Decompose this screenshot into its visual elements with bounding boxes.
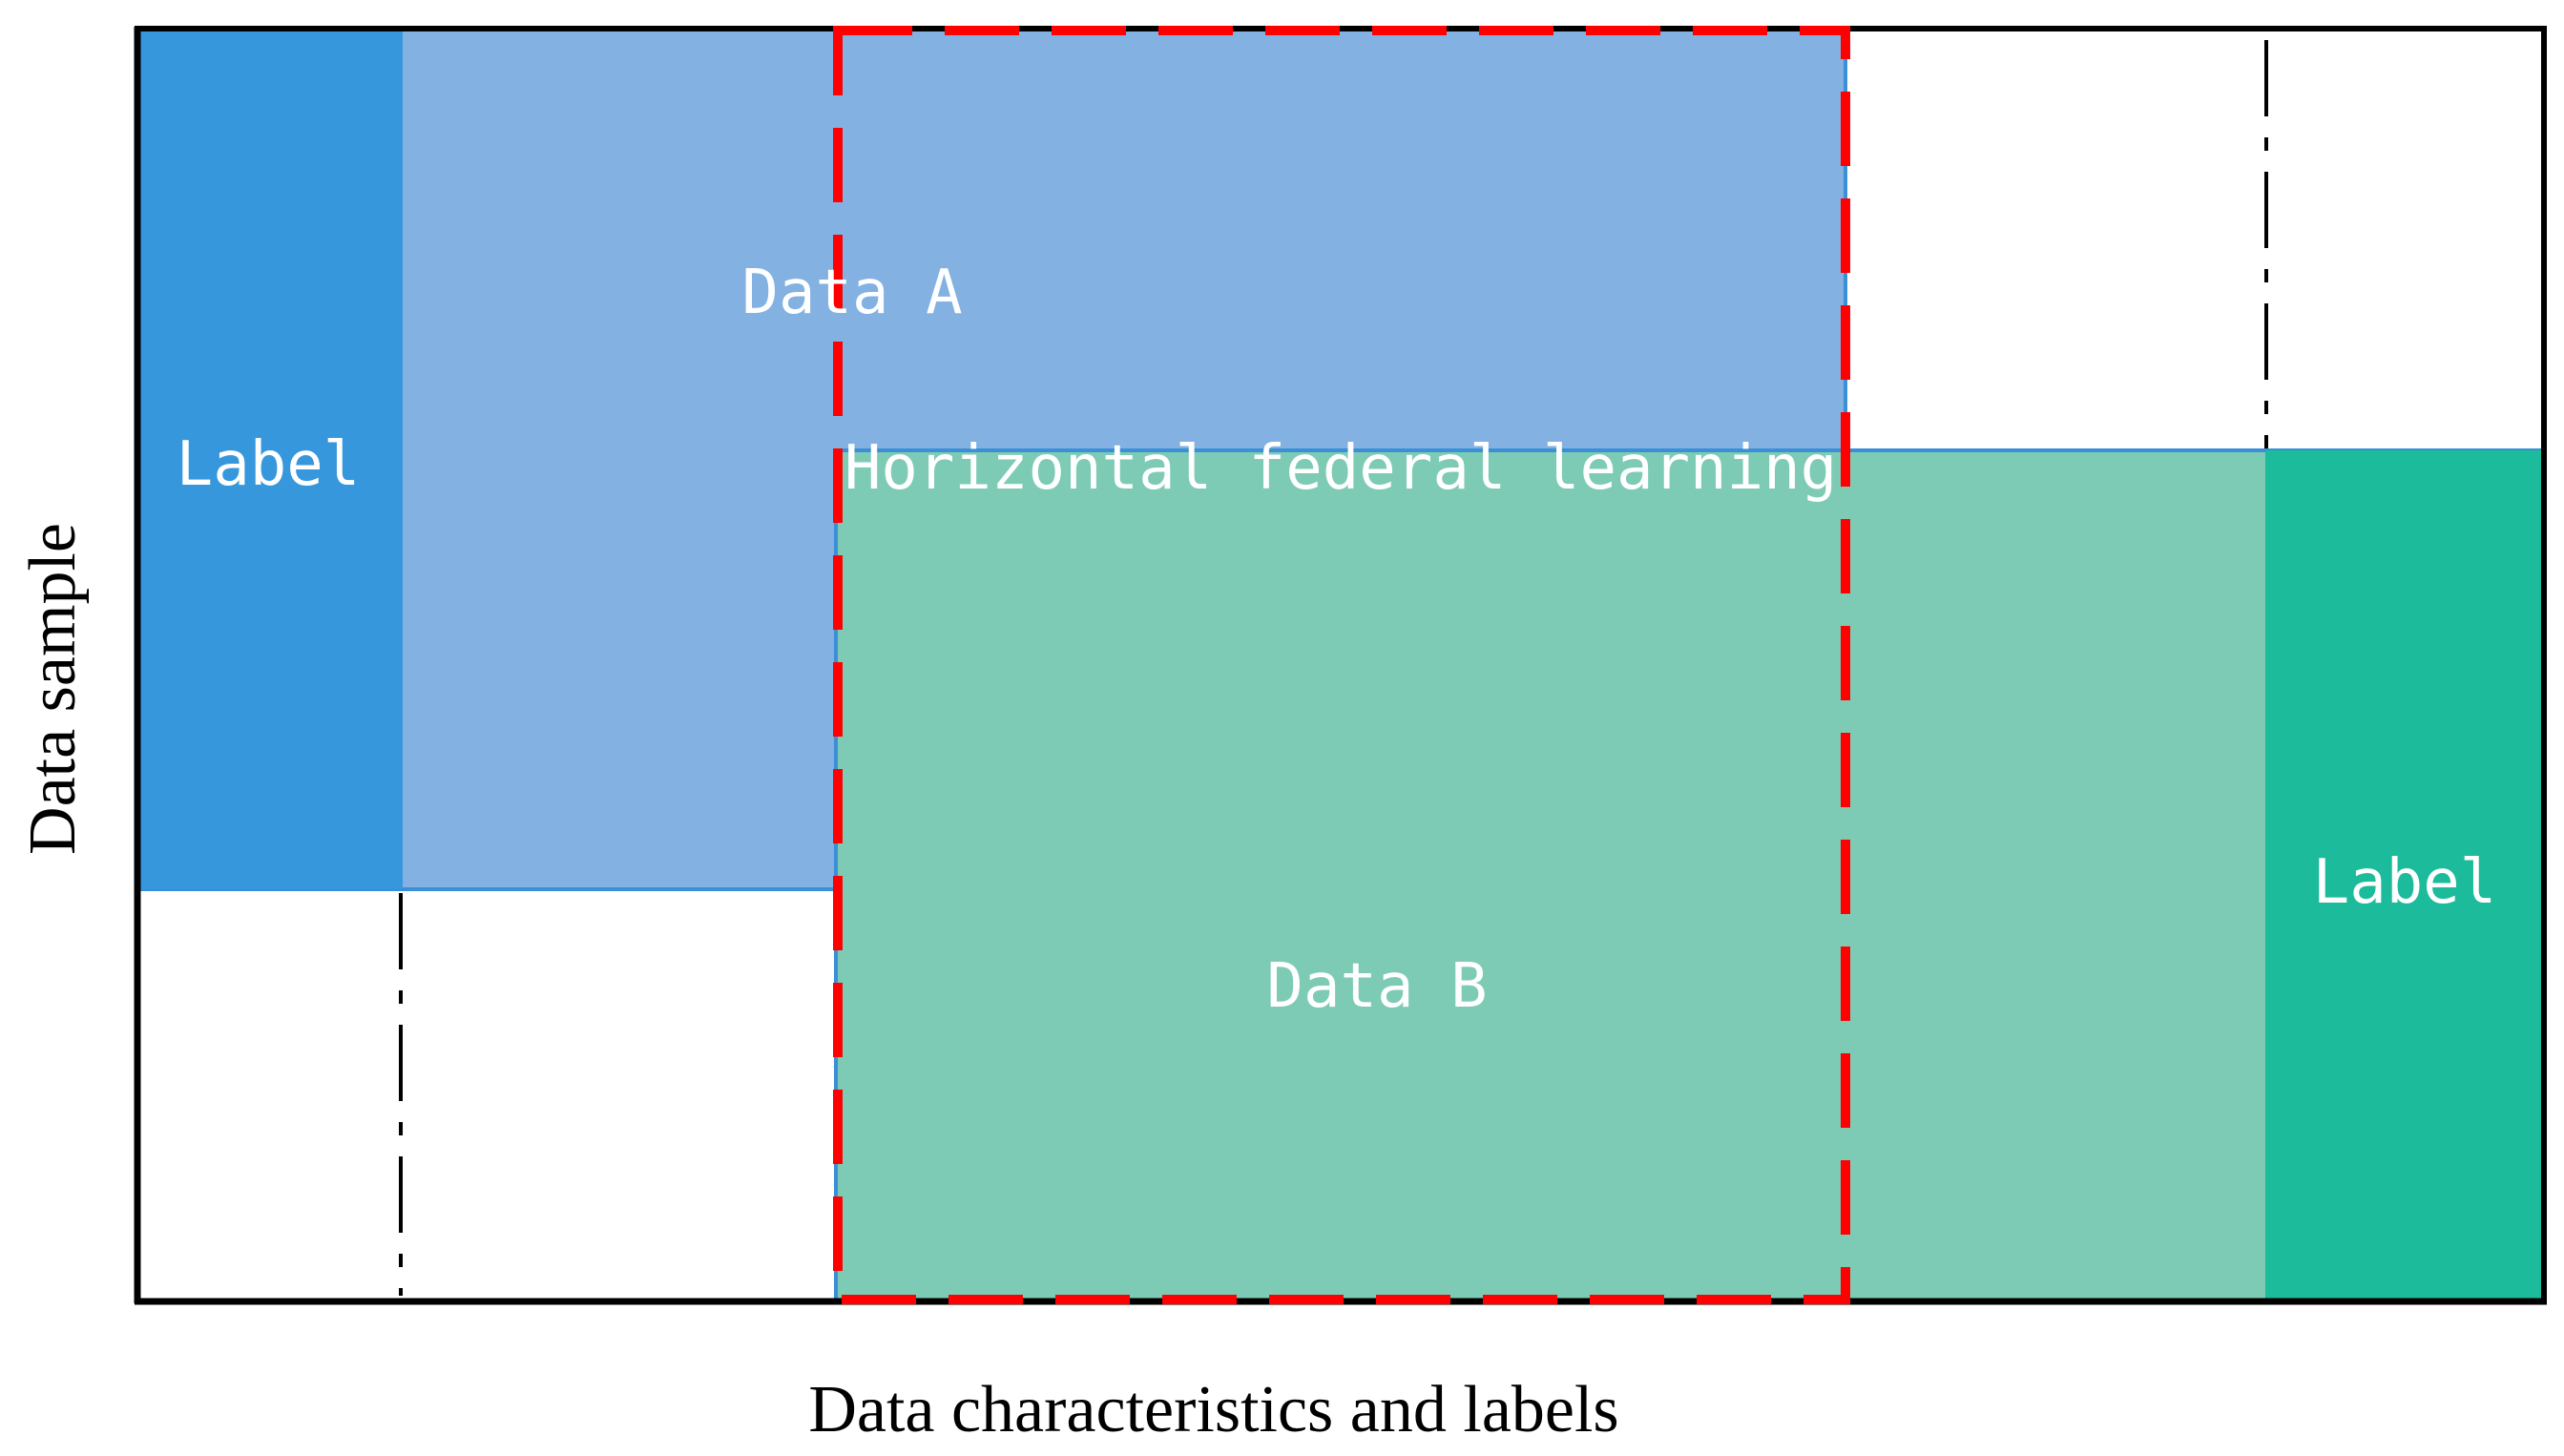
label-a-column (137, 29, 403, 889)
data-a-text: Data A (741, 258, 962, 328)
x-axis-label: Data characteristics and labels (808, 1373, 1618, 1446)
label-a-text: Label (177, 429, 361, 500)
y-axis-label: Data sample (16, 523, 90, 855)
data-b-text: Data B (1266, 951, 1487, 1022)
horizontal-federated-learning-text: Horizontal federal learning (844, 433, 1837, 504)
horizontal-federated-learning-region (833, 26, 1850, 1304)
label-b-column (2265, 450, 2544, 1301)
label-b-text: Label (2313, 847, 2497, 918)
data-b-region (834, 448, 2546, 1303)
